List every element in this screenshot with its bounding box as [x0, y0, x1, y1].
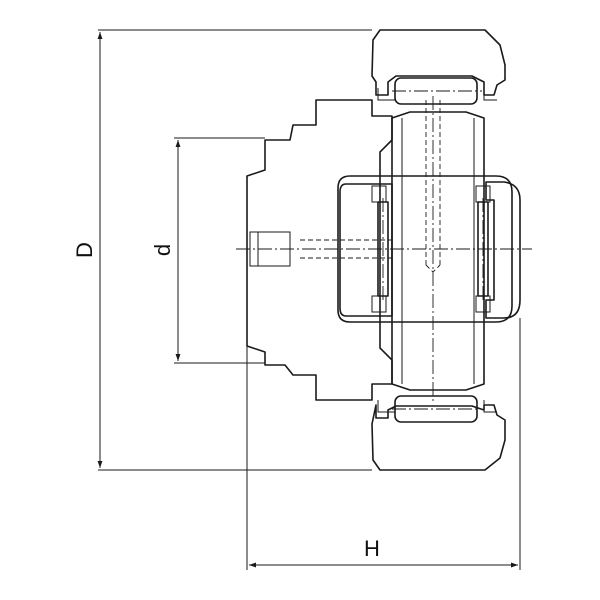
- lubrication-bore: [249, 100, 441, 273]
- dimension-label-H: H: [364, 536, 380, 561]
- small-outer-ring: [485, 181, 521, 319]
- outer-ring-bottom: [371, 404, 506, 471]
- needle-roller-bottom: [377, 395, 497, 423]
- needle-roller-top: [377, 77, 497, 105]
- center-lines: [236, 96, 532, 404]
- dimension-label-d: d: [150, 244, 175, 256]
- dimension-width: H: [246, 176, 521, 570]
- dimension-inner-diameter: d: [150, 137, 265, 364]
- stud-body: [246, 99, 513, 401]
- dimension-label-D: D: [72, 242, 97, 258]
- inner-sleeve: [339, 183, 491, 317]
- dimension-outer-diameter: D: [72, 29, 372, 471]
- central-pin: [391, 111, 485, 391]
- outer-ring-top: [371, 29, 506, 96]
